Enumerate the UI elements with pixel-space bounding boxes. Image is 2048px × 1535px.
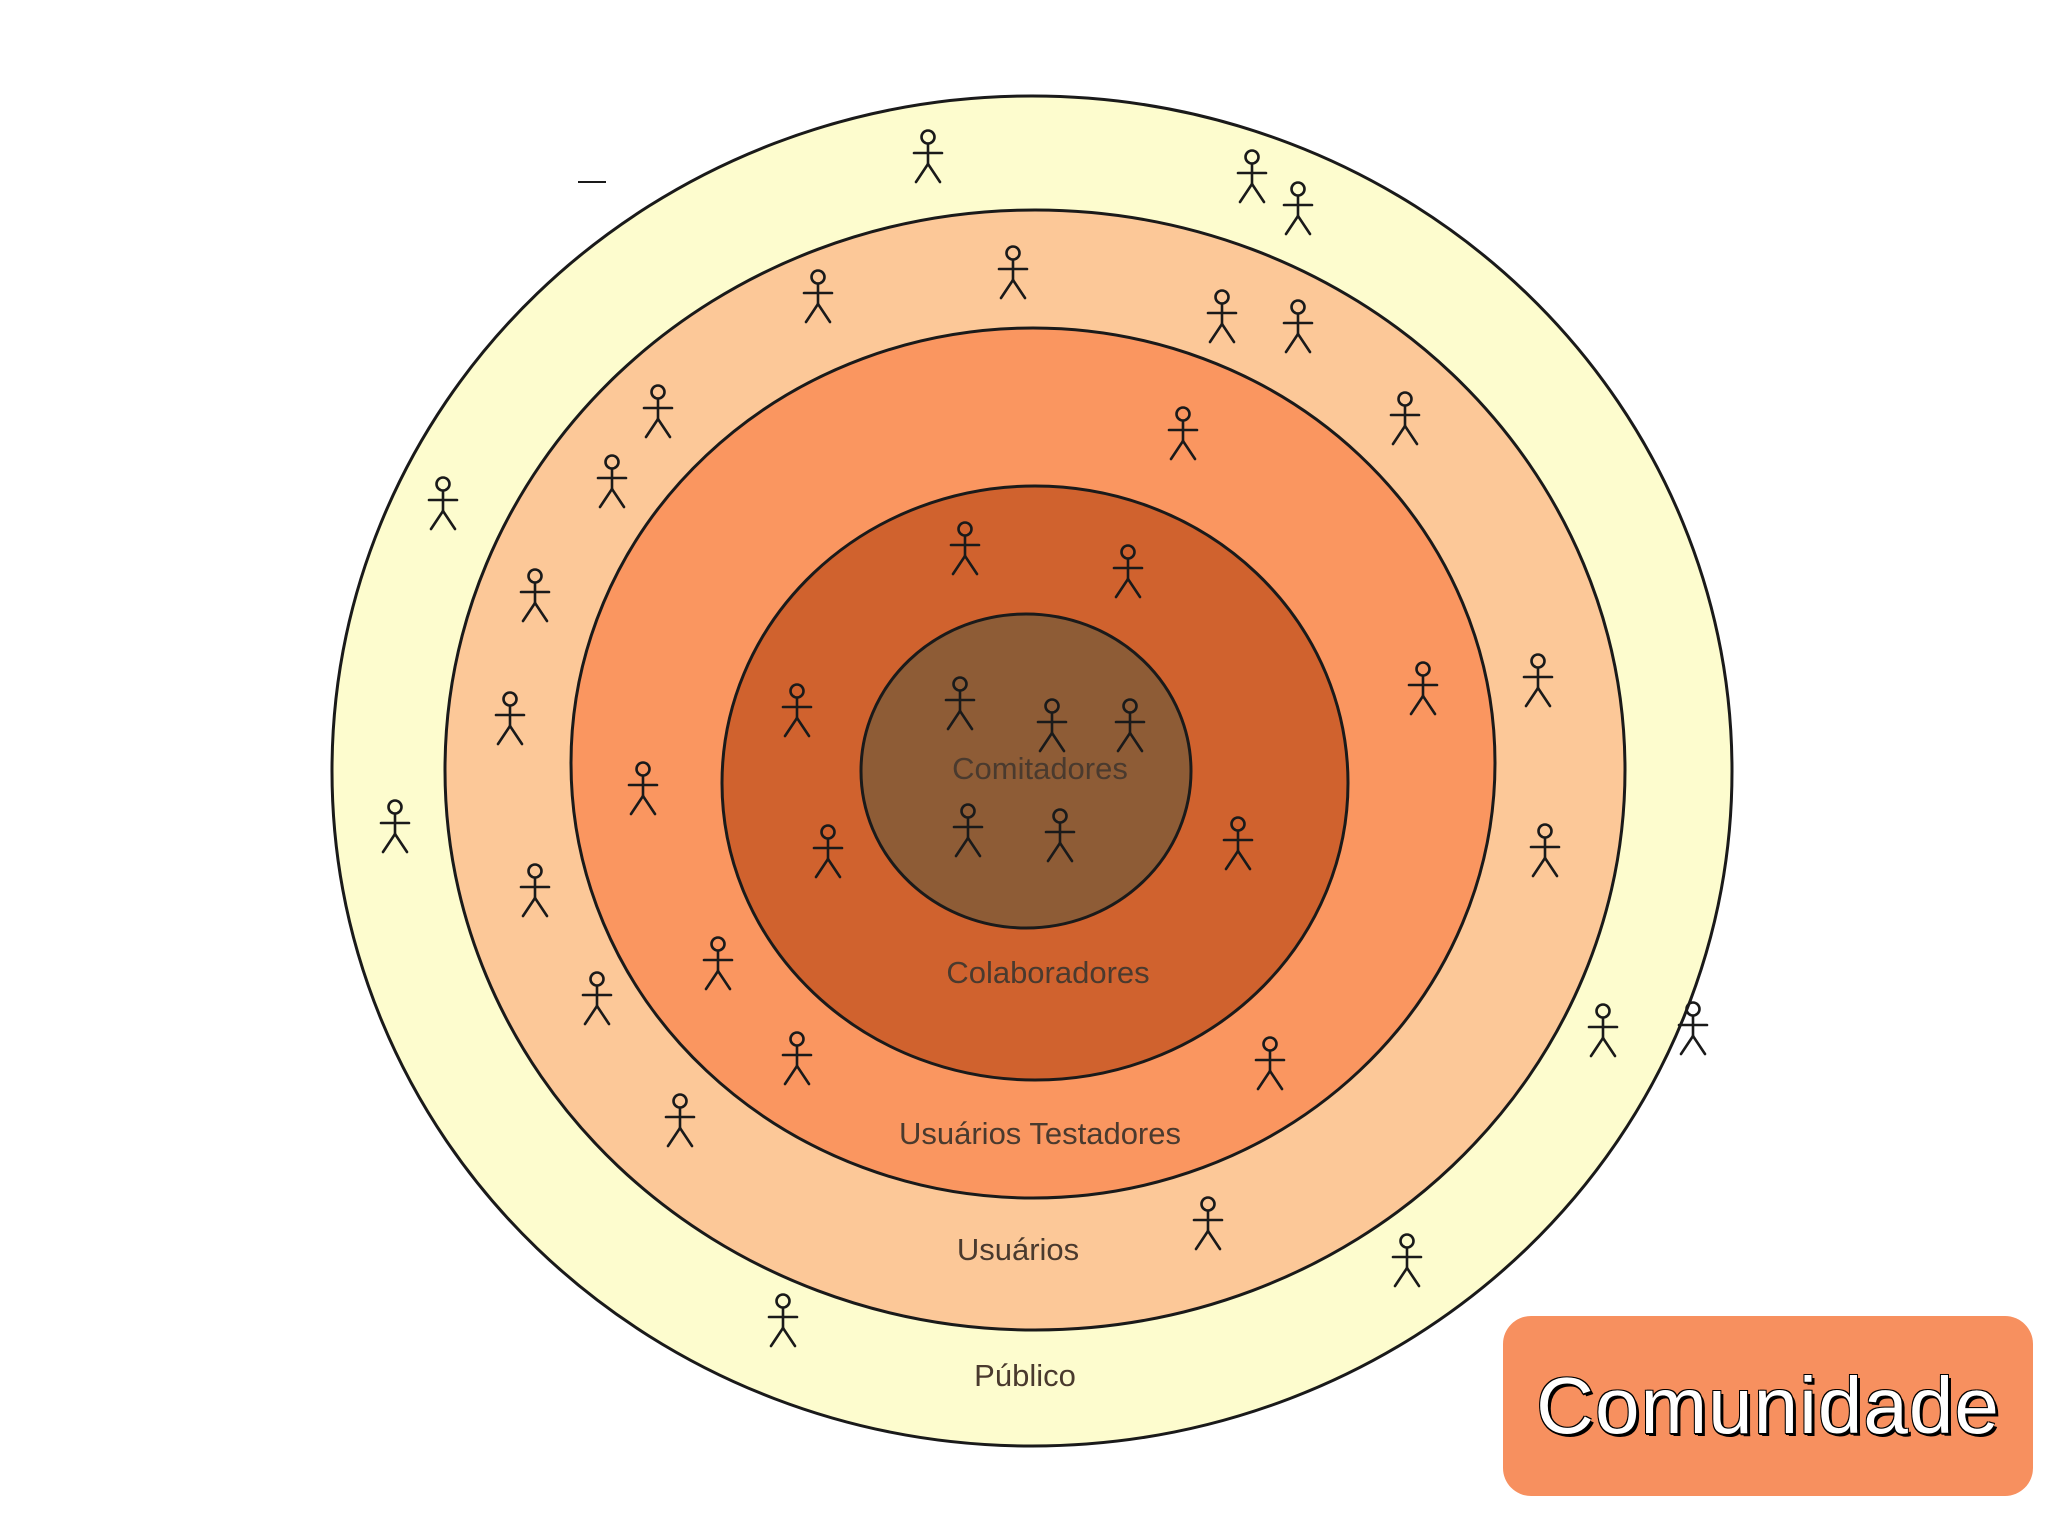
person-icon (1677, 1001, 1709, 1056)
person-icon (702, 936, 734, 991)
person-icon (802, 269, 834, 324)
person-icon (1114, 698, 1146, 753)
person-icon (1222, 816, 1254, 871)
label-publico: Público (974, 1358, 1076, 1393)
label-colaboradores: Colaboradores (946, 955, 1149, 990)
person-icon (781, 683, 813, 738)
person-icon (596, 454, 628, 509)
person-icon (1389, 391, 1421, 446)
person-icon (1282, 181, 1314, 236)
person-icon (1529, 823, 1561, 878)
person-icon (812, 824, 844, 879)
ring-labels: Comitadores Colaboradores Usuários Testa… (899, 751, 1181, 1393)
ring-comitadores (859, 612, 1193, 930)
people-layer (379, 129, 1709, 1348)
person-icon (767, 1293, 799, 1348)
person-icon (1192, 1196, 1224, 1251)
label-comitadores: Comitadores (952, 751, 1128, 786)
person-icon (427, 476, 459, 531)
person-icon (664, 1093, 696, 1148)
person-icon (581, 971, 613, 1026)
person-icon (1036, 698, 1068, 753)
person-icon (642, 384, 674, 439)
label-usuarios-testadores: Usuários Testadores (899, 1116, 1181, 1151)
person-icon (627, 761, 659, 816)
person-icon (494, 691, 526, 746)
person-icon (379, 799, 411, 854)
person-icon (912, 129, 944, 184)
person-icon (1587, 1003, 1619, 1058)
person-icon (1044, 808, 1076, 863)
person-icon (781, 1031, 813, 1086)
person-icon (952, 803, 984, 858)
comunidade-badge: Comunidade (1503, 1316, 2033, 1496)
person-icon (997, 245, 1029, 300)
person-icon (1391, 1233, 1423, 1288)
person-icon (1282, 299, 1314, 354)
person-icon (1112, 544, 1144, 599)
person-icon (519, 863, 551, 918)
comunidade-badge-label: Comunidade (1536, 1361, 2000, 1450)
person-icon (1206, 289, 1238, 344)
person-icon (944, 676, 976, 731)
person-icon (1407, 661, 1439, 716)
person-icon (949, 521, 981, 576)
person-icon (519, 568, 551, 623)
label-usuarios: Usuários (957, 1232, 1079, 1267)
person-icon (1167, 406, 1199, 461)
person-icon (1236, 149, 1268, 204)
person-icon (1254, 1036, 1286, 1091)
person-icon (1522, 653, 1554, 708)
